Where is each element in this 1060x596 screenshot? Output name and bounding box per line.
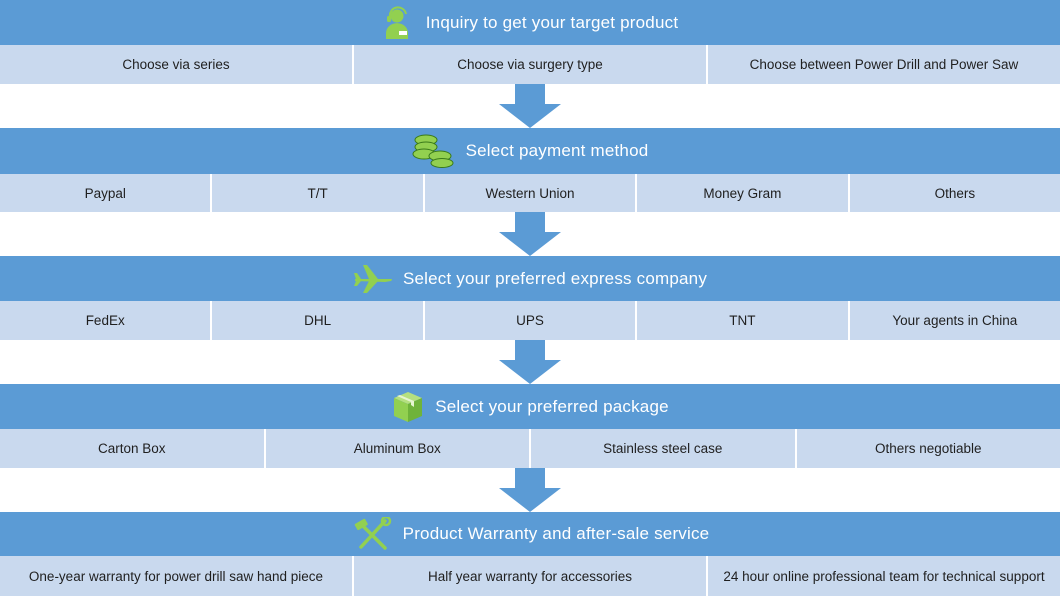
- option-tt[interactable]: T/T: [212, 174, 423, 212]
- option-paypal[interactable]: Paypal: [0, 174, 211, 212]
- step-2-header: Select payment method: [0, 128, 1060, 174]
- step-4-title: Select your preferred package: [435, 396, 669, 416]
- option-tnt[interactable]: TNT: [637, 301, 848, 340]
- airplane-icon: [353, 262, 393, 296]
- step-2-title: Select payment method: [465, 141, 649, 160]
- option-handpiece-warranty[interactable]: One-year warranty for power drill saw ha…: [0, 556, 352, 596]
- step-5-title: Product Warranty and after-sale service: [402, 524, 710, 543]
- option-agents-china[interactable]: Your agents in China: [849, 301, 1060, 340]
- option-ups[interactable]: UPS: [424, 301, 636, 340]
- option-aluminum-box[interactable]: Aluminum Box: [265, 429, 529, 468]
- option-online-support[interactable]: 24 hour online professional team for tec…: [708, 556, 1060, 596]
- step-5-header: Product Warranty and after-sale service: [0, 512, 1060, 556]
- option-fedex[interactable]: FedEx: [0, 301, 211, 340]
- option-series[interactable]: Choose via series: [0, 45, 352, 84]
- step-3-title: Select your preferred express company: [402, 268, 708, 288]
- step-1-options: Choose via series Choose via surgery typ…: [0, 45, 1060, 84]
- option-western-union[interactable]: Western Union: [424, 174, 636, 212]
- option-money-gram[interactable]: Money Gram: [637, 174, 848, 212]
- package-box-icon: [391, 390, 425, 424]
- arrow-down-icon: [499, 84, 561, 128]
- coins-icon: [412, 134, 456, 168]
- option-stainless-case[interactable]: Stainless steel case: [531, 429, 795, 468]
- step-3-header: Select your preferred express company: [0, 256, 1060, 301]
- step-3-options: FedEx DHL UPS TNT Your agents in China: [0, 301, 1060, 340]
- option-others-payment[interactable]: Others: [849, 174, 1060, 212]
- step-2-options: Paypal T/T Western Union Money Gram Othe…: [0, 174, 1060, 212]
- step-1-header: Inquiry to get your target product: [0, 0, 1060, 45]
- option-dhl[interactable]: DHL: [212, 301, 423, 340]
- step-4-options: Carton Box Aluminum Box Stainless steel …: [0, 429, 1060, 468]
- step-4-header: Select your preferred package: [0, 384, 1060, 429]
- arrow-down-icon: [499, 212, 561, 256]
- tools-icon: [351, 515, 393, 551]
- option-carton-box[interactable]: Carton Box: [0, 429, 264, 468]
- arrow-down-icon: [499, 468, 561, 512]
- option-drill-or-saw[interactable]: Choose between Power Drill and Power Saw: [708, 45, 1060, 84]
- arrow-down-icon: [499, 340, 561, 384]
- step-5-options: One-year warranty for power drill saw ha…: [0, 556, 1060, 596]
- option-accessories-warranty[interactable]: Half year warranty for accessories: [354, 556, 706, 596]
- step-1-title: Inquiry to get your target product: [425, 12, 679, 32]
- option-surgery-type[interactable]: Choose via surgery type: [354, 45, 706, 84]
- option-others-package[interactable]: Others negotiable: [796, 429, 1060, 468]
- customer-service-icon: [382, 5, 416, 40]
